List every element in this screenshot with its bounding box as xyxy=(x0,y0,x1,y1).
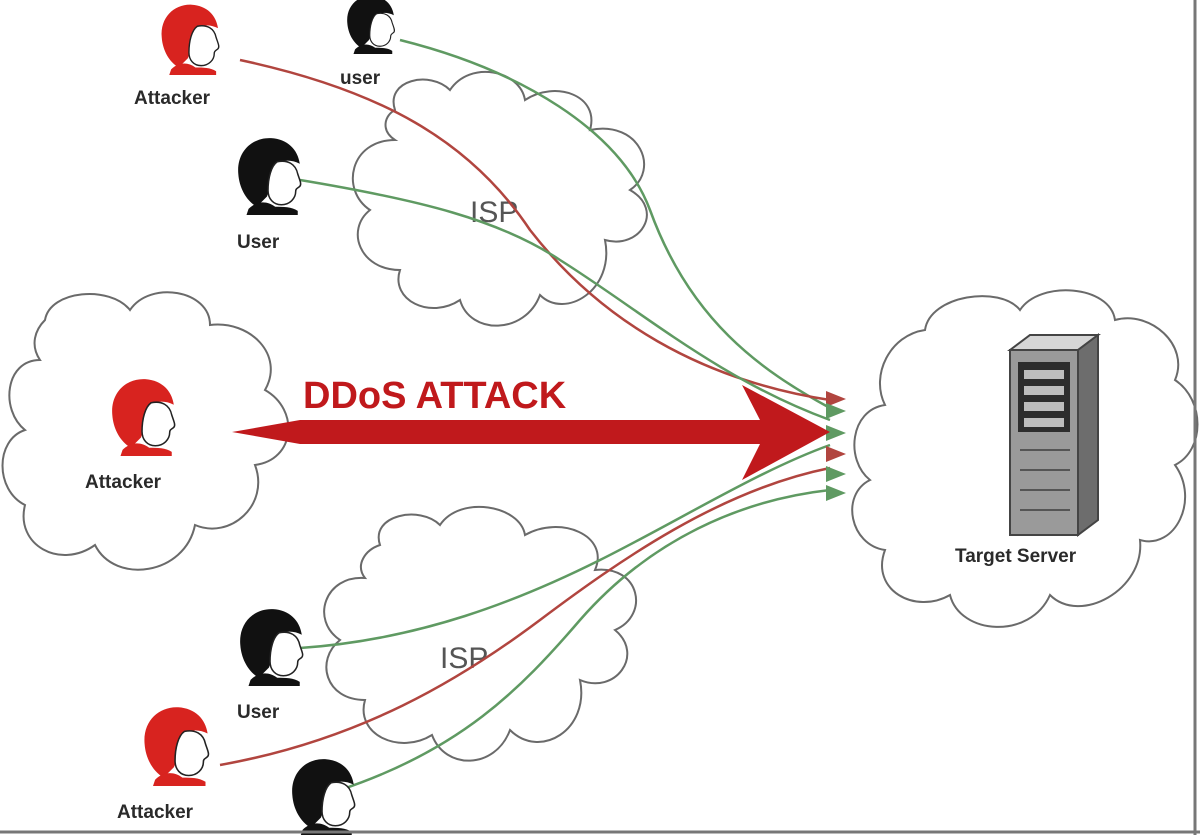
traffic-line-attacker-bottom xyxy=(219,466,831,767)
attacker-middle: Attacker xyxy=(85,378,176,493)
attacker-top-label: Attacker xyxy=(134,88,211,109)
isp-label-upper: ISP xyxy=(470,196,518,229)
isp-label-lower: ISP xyxy=(440,642,488,675)
server-tower-icon xyxy=(1007,333,1101,537)
attacker-middle-label: Attacker xyxy=(85,472,162,493)
user-upper: User xyxy=(237,137,302,253)
attacker-avatar-icon xyxy=(143,706,210,787)
arrowhead-3 xyxy=(826,425,846,441)
traffic-arrowheads xyxy=(826,391,846,501)
attacker-bottom-label: Attacker xyxy=(117,802,194,823)
isp-cloud-upper xyxy=(351,71,648,327)
arrowhead-2 xyxy=(826,403,846,419)
user-avatar-icon xyxy=(239,608,304,687)
ddos-attack-arrow xyxy=(232,385,830,480)
arrowhead-1 xyxy=(826,391,846,407)
attacker-bottom: Attacker xyxy=(117,706,210,823)
user-top-label: user xyxy=(340,68,381,89)
ddos-attack-title: DDoS ATTACK xyxy=(303,375,567,417)
arrowhead-6 xyxy=(826,485,846,501)
target-server-label: Target Server xyxy=(955,546,1077,567)
traffic-line-user-upper xyxy=(299,178,831,422)
arrowhead-5 xyxy=(826,466,846,482)
user-lower: User xyxy=(237,608,304,723)
attacker-avatar-icon xyxy=(160,3,220,75)
user-top: user xyxy=(340,0,396,89)
target-server: Target Server xyxy=(955,333,1101,567)
user-bottom xyxy=(291,758,356,835)
arrowhead-4 xyxy=(826,446,846,462)
traffic-lines xyxy=(219,38,831,792)
user-avatar-icon xyxy=(291,758,356,835)
traffic-line-user-lower xyxy=(299,443,831,650)
user-upper-label: User xyxy=(237,232,280,253)
traffic-line-user-top xyxy=(399,38,831,410)
user-avatar-icon xyxy=(346,0,396,54)
attacker-top: Attacker xyxy=(134,3,220,109)
user-avatar-icon xyxy=(237,137,302,216)
user-lower-label: User xyxy=(237,702,280,723)
traffic-line-attacker-top xyxy=(239,58,831,402)
traffic-line-user-bottom xyxy=(339,488,831,792)
isp-cloud-lower xyxy=(323,505,638,762)
